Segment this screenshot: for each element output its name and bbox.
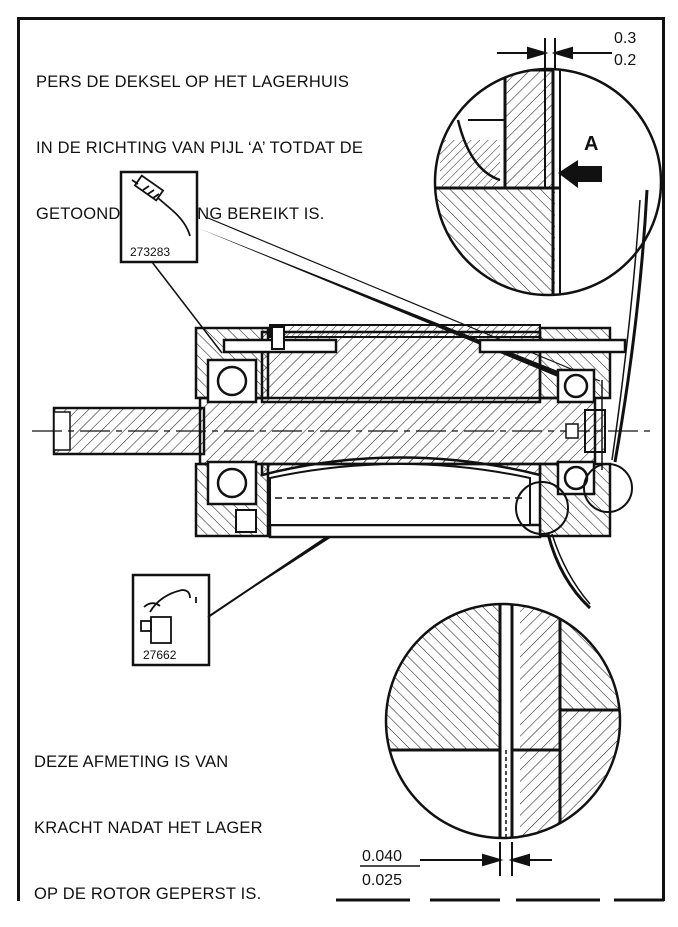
dimension-note: DEZE AFMETING IS VAN KRACHT NADAT HET LA… [34, 707, 263, 927]
diagram-frame [17, 17, 665, 901]
detail-marker-right [583, 463, 633, 513]
bearing-right-top [556, 368, 596, 404]
lubricator-tool: 27662 [131, 573, 211, 667]
direction-arrow-a-icon [558, 160, 602, 188]
bearing-left-bottom [206, 460, 258, 506]
grease-gun-part-number: 273283 [130, 245, 170, 259]
assembly-drawing: A 273283 27662 [32, 38, 664, 902]
dimension-note-line-2: KRACHT NADAT HET LAGER [34, 819, 263, 837]
detail-marker-bottom [515, 481, 569, 535]
bottom-detail-view [384, 602, 622, 840]
press-instruction-line-2: IN DE RICHTING VAN PIJL ‘A’ TOTDAT DE [36, 139, 364, 157]
dimension-note-line-1: DEZE AFMETING IS VAN [34, 753, 229, 771]
lubricator-part-number: 27662 [143, 648, 177, 662]
bottom-dimension-max: 0.040 [362, 848, 403, 865]
press-instruction-note: PERS DE DEKSEL OP HET LAGERHUIS IN DE RI… [36, 27, 363, 247]
press-instruction-line-1: PERS DE DEKSEL OP HET LAGERHUIS [36, 73, 350, 91]
grease-gun-icon [131, 174, 191, 237]
top-dimension-max: 0.3 [614, 30, 637, 47]
bearing-right-bottom [556, 460, 596, 496]
arrow-a-label: A [584, 133, 598, 155]
dimension-note-line-3: OP DE ROTOR GEPERST IS. [34, 885, 262, 903]
top-dimension-min: 0.2 [614, 52, 637, 69]
bearing-left-top [206, 358, 258, 404]
oil-can-icon [140, 589, 197, 644]
bottom-dimension-marks [360, 842, 552, 876]
rotor-assembly [32, 324, 655, 539]
bottom-dimension-min: 0.025 [362, 872, 403, 889]
grease-gun-tool: 273283 [119, 170, 199, 264]
top-detail-view: A [433, 67, 663, 297]
